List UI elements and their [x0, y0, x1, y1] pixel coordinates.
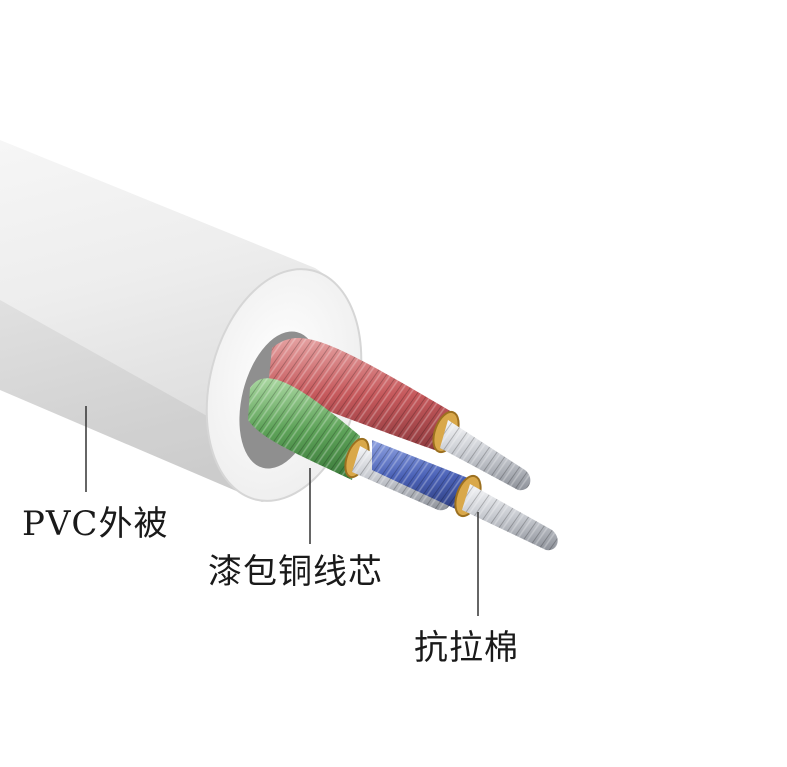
jacket-shadow — [0, 300, 267, 502]
blue-conductor — [372, 440, 558, 551]
red-conductor — [268, 338, 531, 491]
label-pvc-jacket: PVC外被 — [22, 504, 169, 544]
label-tensile-cotton: 抗拉棉 — [414, 628, 519, 668]
label-enameled-copper-core: 漆包铜线芯 — [208, 552, 383, 592]
